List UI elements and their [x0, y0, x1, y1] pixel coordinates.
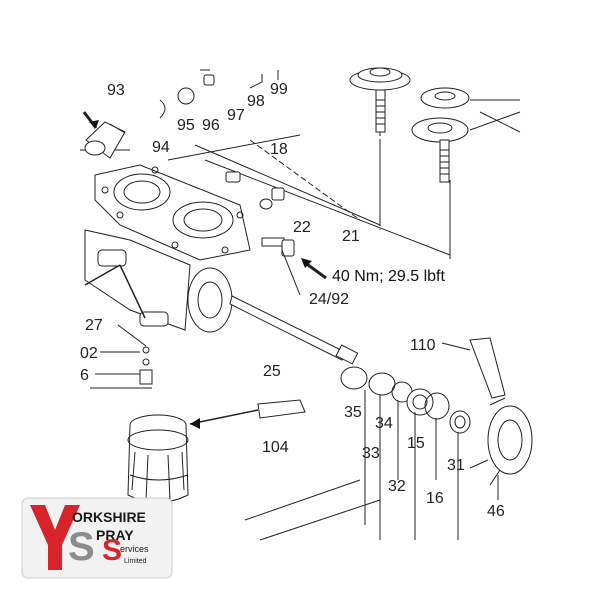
plug-22 [225, 171, 241, 183]
label-24-92: 24/92 [309, 291, 349, 308]
label-33: 33 [362, 445, 380, 462]
label-6: 6 [80, 367, 89, 384]
plug-93 [84, 121, 126, 159]
yorkshire-spray-services-logo: ORKSHIRE S PRAY S ervices Limited [21, 497, 173, 579]
pump-head [94, 164, 251, 261]
seal-33 [368, 372, 396, 396]
label-97: 97 [227, 107, 245, 124]
label-98: 98 [247, 93, 265, 110]
label-34: 34 [375, 415, 393, 432]
bolt-24-92 [261, 237, 295, 257]
label-27: 27 [85, 317, 103, 334]
label-94: 94 [152, 139, 170, 156]
drive-shaft-25 [229, 295, 359, 365]
logo-line2: PRAY [96, 527, 134, 543]
ring-16 [424, 392, 450, 420]
logo-s-letter-2: S [102, 534, 122, 567]
diaphragm-assembly-1 [349, 67, 411, 133]
label-22: 22 [293, 219, 311, 236]
label-102: 02 [80, 345, 98, 362]
logo-line4: Limited [124, 558, 147, 565]
label-96: 96 [202, 117, 220, 134]
o-ring-95 [177, 87, 195, 105]
label-18: 18 [270, 141, 288, 158]
grease-tube-110 [469, 337, 506, 399]
torque-note: 40 Nm; 29.5 lbft [332, 268, 446, 285]
label-32: 32 [388, 478, 406, 495]
label-16: 16 [426, 490, 444, 507]
plug-96 [203, 74, 215, 86]
label-31: 31 [447, 457, 465, 474]
label-104: 104 [262, 439, 289, 456]
label-35: 35 [344, 404, 362, 421]
diaphragm-assembly-2 [411, 87, 470, 183]
logo-s-letter: S [68, 525, 95, 569]
flange-46 [469, 397, 533, 486]
bolt-left-2 [139, 311, 169, 327]
part-labels: 93 95 96 97 98 99 94 18 22 21 40 Nm; 29.… [80, 81, 505, 520]
grease-tube-104 [257, 399, 306, 419]
bolt-left-1 [97, 249, 127, 267]
logo-line1: ORKSHIRE [72, 509, 146, 525]
seal-35 [340, 366, 368, 390]
label-110: 110 [410, 337, 436, 354]
logo-line3: ervices [120, 544, 149, 554]
label-99: 99 [270, 81, 288, 98]
label-21: 21 [342, 228, 360, 245]
label-25: 25 [263, 363, 281, 380]
filter-cup [127, 414, 189, 503]
seal-31 [449, 410, 471, 434]
bearing-15 [406, 388, 434, 416]
label-95: 95 [177, 117, 195, 134]
label-93: 93 [107, 82, 125, 99]
label-46: 46 [487, 503, 505, 520]
label-15: 15 [407, 435, 425, 452]
clip-94 [159, 99, 166, 119]
